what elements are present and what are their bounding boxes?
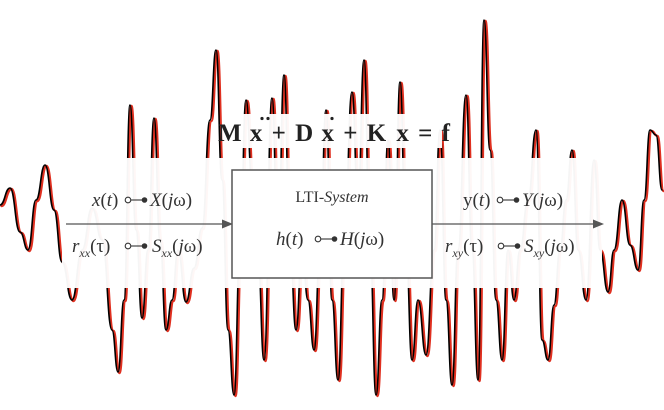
damping-matrix: D (295, 120, 313, 147)
correspondence-icon (314, 235, 338, 243)
signal-arrows (66, 219, 604, 229)
output-signal-label: y(t) (463, 190, 490, 211)
output-cross-spectrum-label: Sxy(jω) (524, 236, 575, 260)
input-arrow-head (222, 219, 233, 229)
plus-sign: + (343, 120, 357, 147)
velocity: x (321, 120, 334, 147)
output-crosscorrelation-label: rxy(τ) (445, 236, 483, 260)
force: f (442, 120, 451, 147)
equation-of-motion: M x + D x + K x = f (218, 120, 451, 147)
equals-sign: = (418, 120, 432, 147)
lti-system-box (231, 169, 433, 279)
system-title: LTI-System (295, 189, 368, 206)
correspondence-icon (496, 196, 520, 204)
correspondence-icon (497, 242, 521, 250)
transfer-function-label: H(jω) (339, 229, 384, 250)
acceleration: x (250, 120, 263, 147)
displacement: x (396, 120, 409, 147)
correspondence-icon (124, 196, 148, 204)
impulse-response-label: h(t) (276, 229, 303, 250)
output-spectrum-label: Y(jω) (522, 190, 563, 211)
input-signal-label: x(t) (91, 190, 118, 211)
correspondence-icon (124, 242, 148, 250)
mass-matrix: M (218, 120, 242, 147)
input-power-spectrum-label: Sxx(jω) (152, 236, 203, 260)
output-arrow-head (593, 219, 604, 229)
input-spectrum-label: X(jω) (149, 190, 192, 211)
input-autocorrelation-label: rxx(τ) (72, 236, 110, 260)
stiffness-matrix: K (367, 120, 387, 147)
plus-sign: + (272, 120, 286, 147)
derivative-dots (260, 116, 334, 121)
